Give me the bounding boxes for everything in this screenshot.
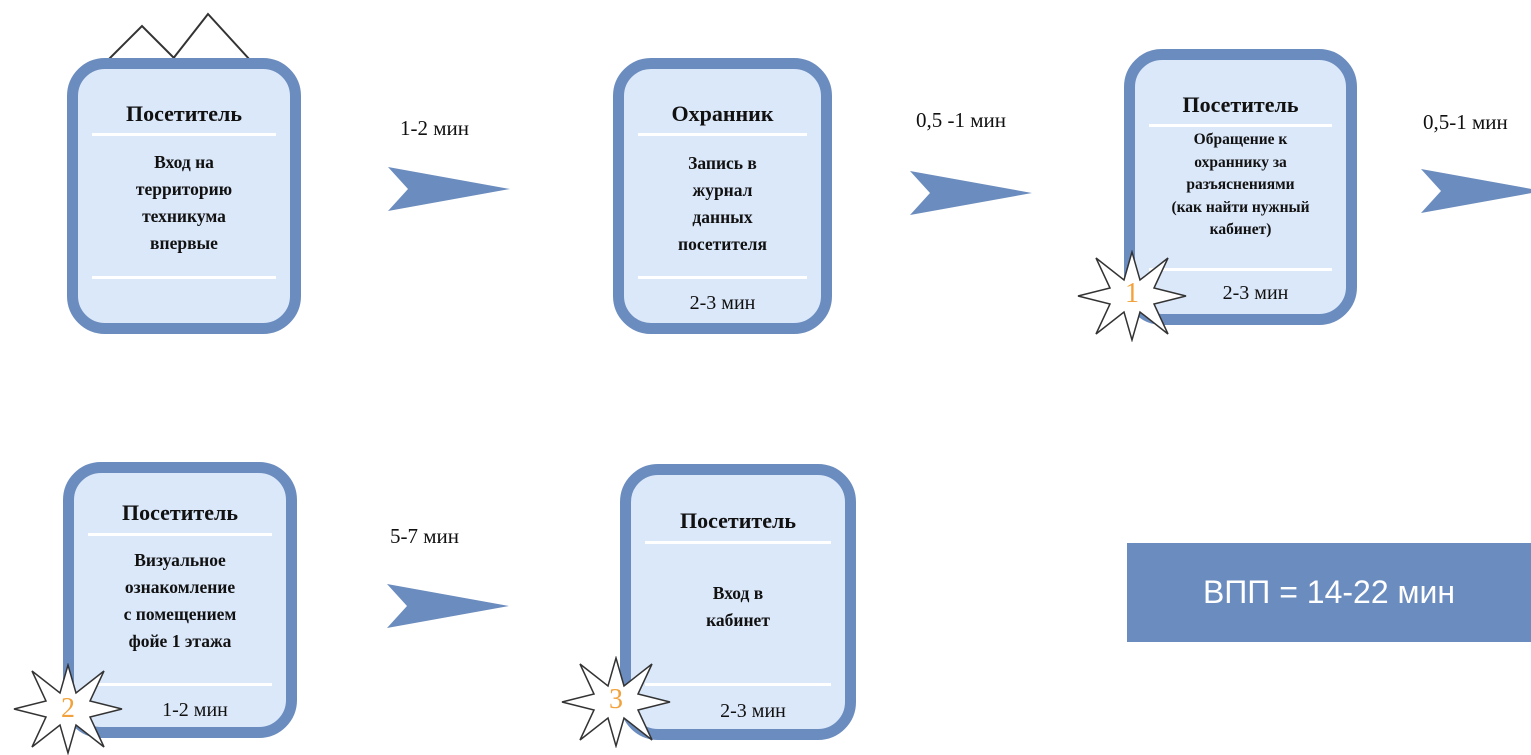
transition-time-3: 0,5-1 мин <box>1423 110 1508 134</box>
step-duration: 2-3 мин <box>689 292 756 314</box>
separator <box>1149 268 1332 271</box>
step-duration: 2-3 мин <box>720 700 786 722</box>
separator <box>92 133 276 136</box>
step-description: Вход на территорию техникума впервые <box>135 152 233 253</box>
summary-badge: ВПП = 14-22 мин <box>1127 543 1531 642</box>
step-role: Посетитель <box>126 101 242 126</box>
separator <box>638 276 807 279</box>
step-description: Вход в кабинет <box>706 583 770 630</box>
step-duration: 1-2 мин <box>162 699 228 721</box>
separator <box>645 541 831 544</box>
star-burst-icon <box>1077 250 1187 342</box>
flow-arrow-icon <box>388 167 510 211</box>
step-duration: 2-3 мин <box>1222 282 1289 304</box>
flow-arrow-icon <box>910 171 1032 215</box>
star-burst-icon <box>561 656 671 748</box>
problem-marker-3: 3 <box>560 656 672 748</box>
problem-marker-2: 2 <box>12 663 124 755</box>
step-role: Посетитель <box>680 508 796 533</box>
separator <box>1149 124 1332 127</box>
step-role: Посетитель <box>1182 92 1299 117</box>
flow-arrow-icon <box>387 584 509 628</box>
flow-arrow-icon <box>1421 169 1531 213</box>
step-box-registration: Охранник Запись в журнал данных посетите… <box>613 58 832 334</box>
separator <box>92 276 276 279</box>
step-description: Запись в журнал данных посетителя <box>678 153 767 254</box>
step-role: Охранник <box>671 101 774 126</box>
step-box-entry: Посетитель Вход на территорию техникума … <box>67 58 301 334</box>
transition-time-2: 0,5 -1 мин <box>916 108 1007 132</box>
separator <box>645 683 831 686</box>
step-box-orientation: Посетитель Визуальное ознакомление с пом… <box>63 462 297 738</box>
separator <box>88 533 272 536</box>
step-box-enter-office: Посетитель Вход в кабинет 2-3 мин <box>620 464 856 740</box>
marker-number: 3 <box>609 684 623 715</box>
separator <box>88 683 272 686</box>
separator <box>638 133 807 136</box>
step-box-inquiry: Посетитель Обращение к охраннику за разъ… <box>1124 49 1357 325</box>
marker-number: 1 <box>1125 278 1139 309</box>
step-role: Посетитель <box>122 500 238 525</box>
marker-number: 2 <box>61 693 75 724</box>
transition-time-4: 5-7 мин <box>390 524 460 548</box>
step-description: Обращение к охраннику за разъяснениями (… <box>1171 131 1310 238</box>
problem-marker-1: 1 <box>1076 250 1188 342</box>
step-description: Визуальное ознакомление с помещением фой… <box>123 550 237 651</box>
transition-time-1: 1-2 мин <box>400 116 470 140</box>
